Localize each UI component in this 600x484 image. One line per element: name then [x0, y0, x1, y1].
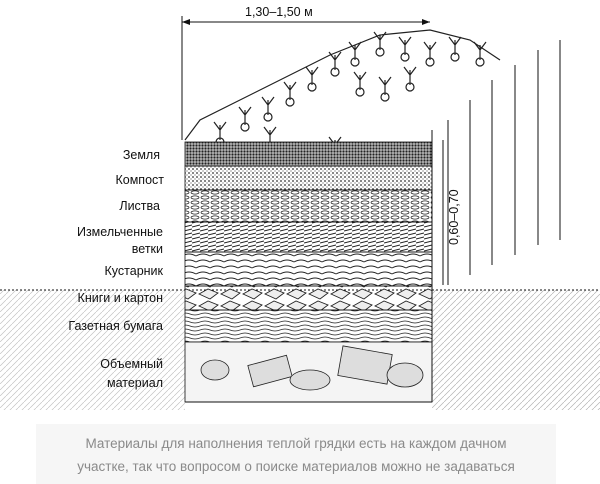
fence [185, 40, 561, 403]
plant-icon [398, 36, 412, 62]
layer-branches [184, 221, 433, 253]
layer-paper [184, 309, 433, 343]
soil-left [0, 290, 185, 410]
plant-icon [261, 96, 275, 122]
layer-books [184, 285, 433, 311]
caption-line-1: Материалы для наполнения теплой грядки е… [85, 436, 507, 451]
plant-icon [473, 41, 487, 67]
label-books: Книги и картон [78, 291, 164, 305]
label-leaves: Листва [119, 199, 160, 213]
plant-icon [403, 66, 417, 92]
plant-icon [328, 51, 342, 77]
label-branches: Измельченные [77, 225, 163, 239]
plant-icon [373, 31, 387, 57]
warm-bed-layers-diagram: 1,30–1,50 м 0,60–0,70 Земля Компо [0, 5, 600, 410]
layer-leaves [184, 189, 433, 223]
label-paper: Газетная бумага [68, 319, 163, 333]
label-branches-2: ветки [132, 242, 163, 256]
layer-shrubs [184, 251, 433, 287]
label-shrubs: Кустарник [105, 264, 164, 278]
plant-icon [448, 36, 462, 62]
plant-icon [353, 71, 367, 97]
plant-icon [213, 121, 227, 147]
plant-icon [238, 106, 252, 132]
layer-earth [184, 141, 433, 167]
soil-right [432, 290, 600, 410]
label-bulk: Объемный [100, 357, 163, 371]
plant-icon [283, 81, 297, 107]
plant-icon [263, 126, 277, 152]
label-compost: Компост [115, 173, 164, 187]
label-earth: Земля [123, 148, 160, 162]
plant-icon [423, 41, 437, 67]
caption-line-2: участке, так что вопросом о поиске матер… [77, 459, 515, 474]
height-label: 0,60–0,70 [447, 189, 461, 245]
label-bulk-2: материал [107, 376, 163, 390]
layer-compost [184, 165, 433, 191]
height-dimension: 0,60–0,70 [442, 140, 461, 285]
width-dimension: 1,30–1,50 м [181, 5, 430, 140]
layers [184, 141, 433, 403]
plant-icon [378, 76, 392, 102]
caption: Материалы для наполнения теплой грядки е… [36, 424, 556, 484]
width-label: 1,30–1,50 м [245, 5, 313, 19]
plant-icon [348, 41, 362, 67]
plant-icon [305, 66, 319, 92]
plants-icon [184, 29, 501, 162]
